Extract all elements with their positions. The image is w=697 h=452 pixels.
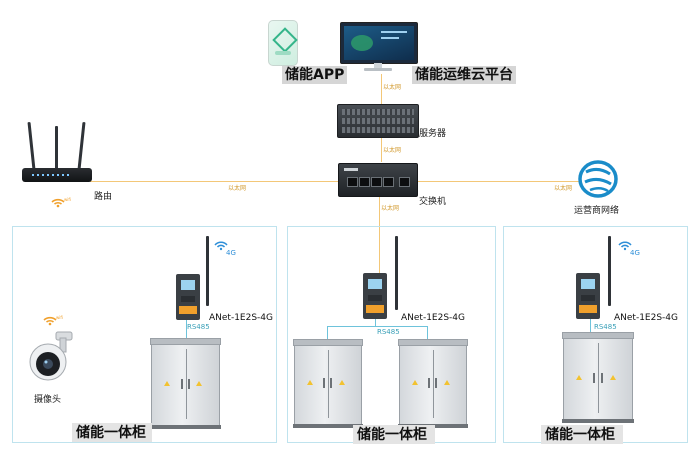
antenna-icon bbox=[206, 236, 209, 306]
line-server-switch bbox=[381, 136, 382, 162]
meter-device-icon bbox=[176, 274, 200, 320]
ethernet-label-4: 以太网 bbox=[554, 185, 573, 192]
router-wifi-icon: wifi bbox=[51, 197, 71, 208]
meter-device-icon bbox=[363, 273, 387, 319]
ethernet-label-1: 以太网 bbox=[383, 84, 402, 91]
cabinet-label-right: 储能一体柜 bbox=[545, 427, 615, 443]
rs485-label: RS485 bbox=[187, 323, 210, 331]
4g-signal-icon bbox=[214, 241, 228, 251]
4g-label: 4G bbox=[226, 249, 236, 257]
cabinet-label-bg-middle bbox=[353, 425, 435, 444]
rs485-line bbox=[186, 320, 187, 340]
camera-icon bbox=[29, 331, 73, 381]
phone-app-icon bbox=[268, 20, 298, 66]
rs485-line bbox=[590, 319, 591, 334]
meter-device-icon bbox=[576, 273, 600, 319]
line-platform-server bbox=[381, 74, 382, 104]
4g-label: 4G bbox=[630, 249, 640, 257]
cabinet-label-bg-left bbox=[72, 423, 152, 442]
line-router-switch bbox=[90, 181, 340, 182]
cabinet-icon bbox=[562, 332, 634, 423]
device-label: ANet-1E2S-4G bbox=[614, 313, 679, 323]
cabinet-icon bbox=[293, 339, 363, 428]
cabinet-icon bbox=[150, 338, 221, 429]
rs485-line-bus bbox=[327, 326, 427, 327]
china-mobile-logo-icon bbox=[578, 160, 618, 198]
line-switch-carrier bbox=[416, 181, 580, 182]
server-label: 服务器 bbox=[419, 129, 447, 139]
panel-left bbox=[12, 226, 277, 443]
line-switch-cabinet bbox=[379, 195, 380, 273]
rs485-label: RS485 bbox=[594, 323, 617, 331]
cabinet-label-middle: 储能一体柜 bbox=[357, 427, 427, 443]
ethernet-label-2: 以太网 bbox=[383, 147, 402, 154]
cabinet-label-left: 储能一体柜 bbox=[76, 425, 146, 441]
cabinet-label-bg-right bbox=[541, 425, 623, 444]
router-label: 路由 bbox=[94, 192, 113, 202]
monitor-icon bbox=[340, 22, 418, 72]
device-label: ANet-1E2S-4G bbox=[401, 313, 466, 323]
rs485-line-right-drop bbox=[427, 326, 428, 342]
cabinet-icon bbox=[398, 339, 468, 428]
rs485-label: RS485 bbox=[377, 328, 400, 336]
svg-text:wifi: wifi bbox=[56, 315, 63, 320]
router-icon bbox=[22, 121, 92, 186]
switch-label: 交换机 bbox=[419, 197, 447, 207]
svg-text:wifi: wifi bbox=[64, 197, 71, 202]
ethernet-label-5: 以太网 bbox=[381, 205, 400, 212]
ethernet-label-3: 以太网 bbox=[228, 185, 247, 192]
camera-label: 摄像头 bbox=[34, 395, 62, 405]
server-rack-icon bbox=[337, 104, 419, 138]
device-label: ANet-1E2S-4G bbox=[209, 313, 274, 323]
switch-icon bbox=[338, 163, 418, 197]
carrier-label: 运营商网络 bbox=[574, 206, 620, 216]
antenna-icon bbox=[608, 236, 611, 306]
rs485-line-left-drop bbox=[327, 326, 328, 342]
platform-label: 储能运维云平台 bbox=[412, 66, 516, 84]
camera-wifi-icon: wifi bbox=[43, 315, 63, 326]
antenna-icon bbox=[395, 236, 398, 310]
app-label: 储能APP bbox=[282, 66, 348, 84]
rs485-line-stem bbox=[375, 319, 376, 327]
4g-signal-icon bbox=[618, 241, 632, 251]
